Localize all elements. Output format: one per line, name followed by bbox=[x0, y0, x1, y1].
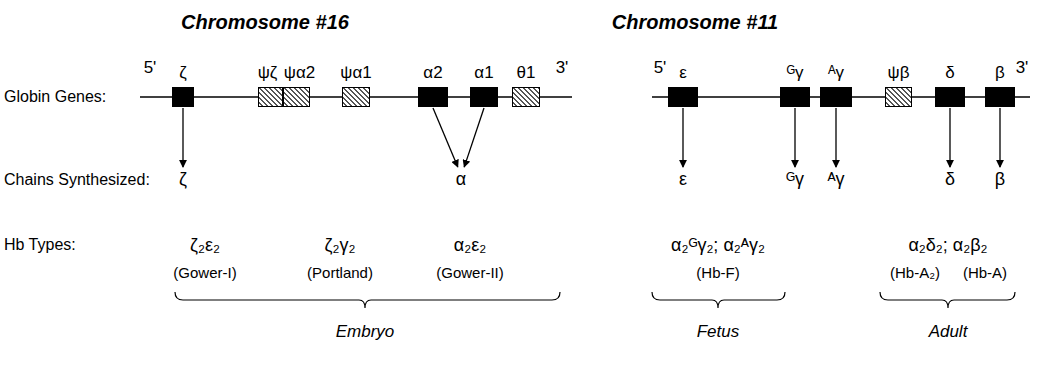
gene-label: ψζ bbox=[258, 64, 278, 83]
pseudogene-box: ψα2 bbox=[283, 87, 310, 107]
hb-name: (Gower-II) bbox=[436, 264, 504, 281]
hb-name: (Hb-A) bbox=[963, 264, 1007, 281]
synthesis-arrow bbox=[999, 108, 1000, 167]
strand-end: 3' bbox=[556, 58, 569, 78]
gene-label: ψα2 bbox=[284, 64, 315, 83]
hb-formula: α₂δ₂; α₂β₂ bbox=[908, 235, 987, 256]
pseudogene-box: ψζ bbox=[258, 87, 283, 107]
globin-chain: α bbox=[456, 170, 466, 190]
chain-label: α bbox=[456, 170, 466, 190]
hb-formula: ζ₂ε₂ bbox=[190, 235, 220, 256]
gene-box: ζ bbox=[172, 87, 194, 107]
gene-label: θ1 bbox=[517, 64, 536, 83]
synthesis-arrow bbox=[949, 108, 950, 167]
row-label: Hb Types: bbox=[4, 236, 76, 254]
chain-label: β bbox=[995, 170, 1005, 190]
gene-box: α2 bbox=[418, 87, 448, 107]
synthesis-arrow bbox=[182, 108, 183, 167]
stage-label: Adult bbox=[929, 322, 968, 342]
gene-label: ᴬγ bbox=[828, 64, 844, 83]
hb-name: (Hb-A₂) bbox=[890, 264, 940, 281]
row-label: Chains Synthesized: bbox=[4, 171, 150, 189]
hb-name: (Gower-I) bbox=[173, 264, 236, 281]
row-label: Globin Genes: bbox=[4, 88, 106, 106]
hb-name: (Portland) bbox=[307, 264, 373, 281]
chain-label: ᴳγ bbox=[786, 170, 804, 190]
chromosome-title: Chromosome #16 bbox=[181, 11, 349, 34]
globin-chain: ζ bbox=[179, 170, 187, 190]
synthesis-arrow bbox=[682, 108, 683, 167]
gene-label: δ bbox=[945, 64, 954, 83]
gene-label: ψα1 bbox=[340, 64, 371, 83]
synthesis-arrow bbox=[464, 108, 484, 167]
hb-formula: α₂ᴳγ₂; α₂ᴬγ₂ bbox=[671, 235, 765, 256]
pseudogene-box: θ1 bbox=[512, 87, 540, 107]
gene-label: ᴳγ bbox=[787, 64, 804, 83]
gene-box: ε bbox=[668, 87, 698, 107]
stage-label: Embryo bbox=[336, 322, 395, 342]
gene-label: ε bbox=[679, 64, 687, 83]
stage-label: Fetus bbox=[697, 322, 740, 342]
gene-box: ᴳγ bbox=[780, 87, 810, 107]
gene-label: ψβ bbox=[888, 64, 910, 83]
synthesis-arrow bbox=[794, 108, 795, 167]
strand-end: 5' bbox=[654, 58, 667, 78]
strand-end: 3' bbox=[1016, 58, 1029, 78]
hb-formula: α₂ε₂ bbox=[454, 235, 486, 256]
gene-box: β bbox=[985, 87, 1015, 107]
globin-chain: β bbox=[995, 170, 1005, 190]
gene-label: ζ bbox=[179, 64, 187, 83]
gene-label: α2 bbox=[423, 64, 442, 83]
chain-label: ᴬγ bbox=[827, 170, 844, 190]
gene-box: α1 bbox=[470, 87, 498, 107]
chain-label: ε bbox=[679, 170, 687, 190]
gene-box: ᴬγ bbox=[820, 87, 852, 107]
gene-label: β bbox=[995, 64, 1005, 83]
globin-chain: ε bbox=[679, 170, 687, 190]
synthesis-arrow bbox=[433, 108, 458, 167]
globin-chain: δ bbox=[945, 170, 955, 190]
chain-label: δ bbox=[945, 170, 955, 190]
stage-bracket bbox=[175, 292, 560, 308]
pseudogene-box: ψβ bbox=[885, 87, 912, 107]
hb-name: (Hb-F) bbox=[696, 264, 739, 281]
gene-label: α1 bbox=[474, 64, 493, 83]
stage-bracket bbox=[880, 292, 1015, 308]
globin-chain: ᴬγ bbox=[827, 170, 844, 190]
gene-box: δ bbox=[935, 87, 965, 107]
pseudogene-box: ψα1 bbox=[342, 87, 370, 107]
globin-chain: ᴳγ bbox=[786, 170, 804, 190]
synthesis-arrow bbox=[835, 108, 836, 167]
chromosome-title: Chromosome #11 bbox=[612, 11, 778, 34]
hb-formula: ζ₂γ₂ bbox=[325, 235, 356, 256]
chain-label: ζ bbox=[179, 170, 187, 190]
strand-end: 5' bbox=[144, 58, 157, 78]
stage-bracket bbox=[652, 292, 785, 308]
